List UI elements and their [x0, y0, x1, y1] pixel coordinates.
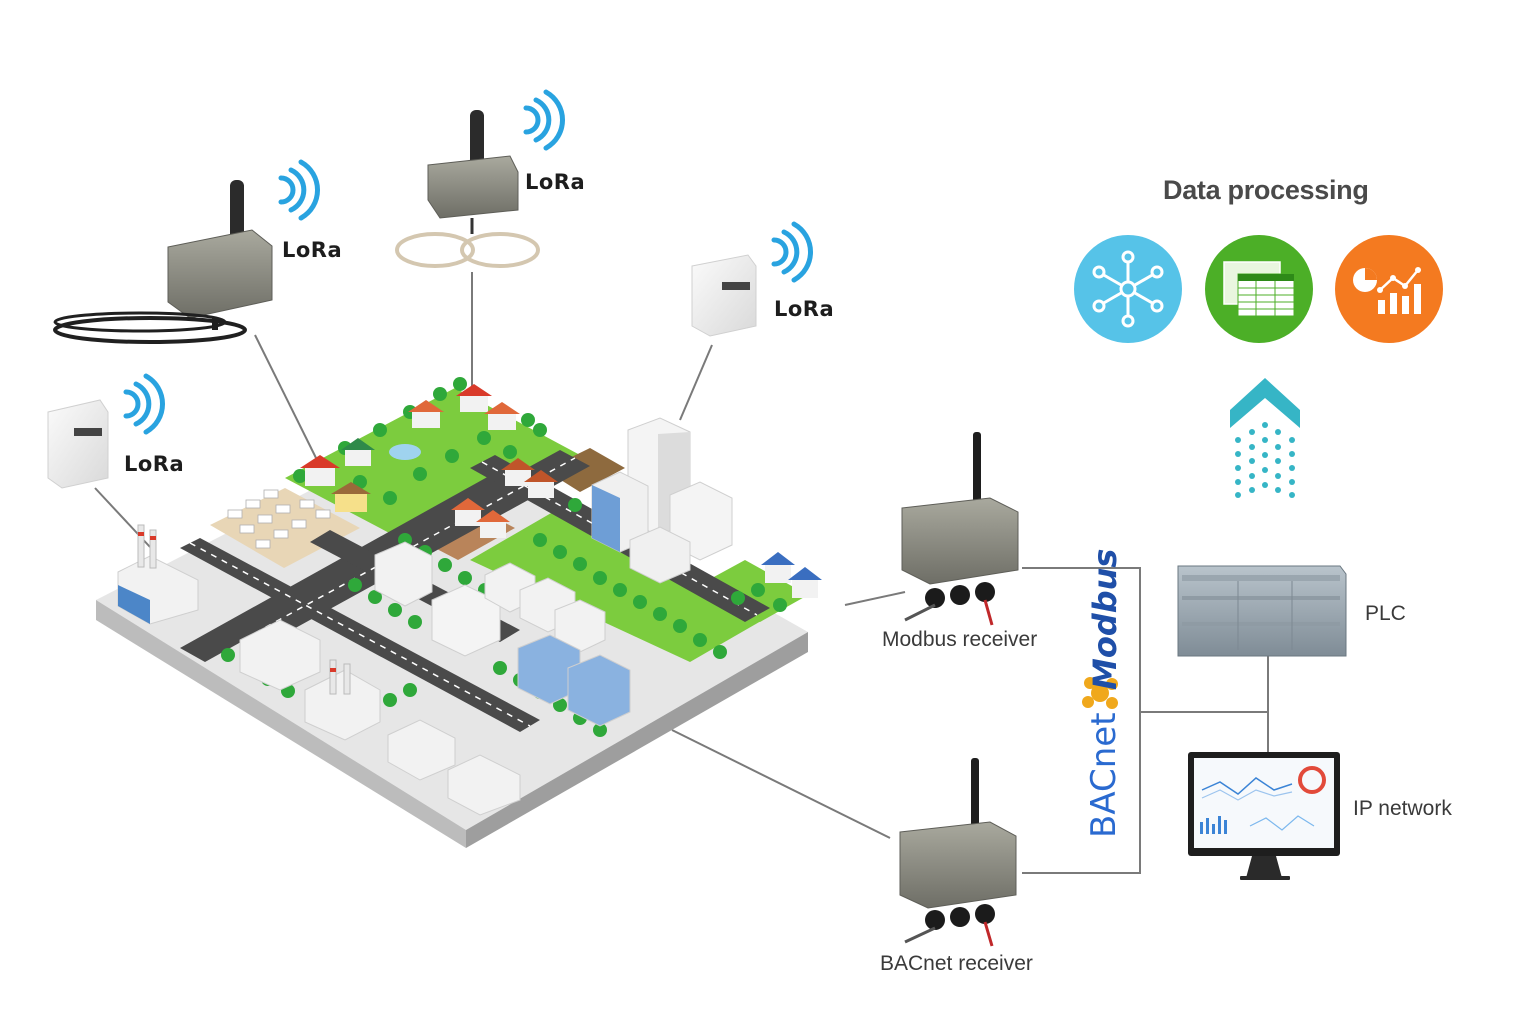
analytics-icon	[1335, 235, 1443, 343]
sensor-cable	[53, 180, 273, 344]
wifi-icon	[123, 373, 165, 435]
modbus-protocol-logo: Modbus	[1086, 548, 1124, 690]
lora-label: LoRa	[282, 238, 343, 262]
network-icon	[1074, 235, 1182, 343]
plc-label: PLC	[1365, 602, 1406, 625]
city-block	[96, 377, 822, 848]
bacnet-protocol-logo: BACnet	[1084, 712, 1124, 838]
wifi-icon	[771, 221, 813, 283]
upload-arrow-icon	[1230, 378, 1300, 498]
data-processing-title: Data processing	[1163, 175, 1369, 205]
connection-lines	[94, 272, 1269, 874]
plc-device	[1177, 565, 1347, 657]
sensor-left	[47, 399, 109, 489]
spreadsheet-icon	[1205, 235, 1313, 343]
modbus-receiver-label: Modbus receiver	[882, 628, 1038, 651]
lora-label: LoRa	[525, 170, 586, 194]
lora-label: LoRa	[774, 297, 835, 321]
wifi-icon	[278, 159, 320, 221]
sensor-right	[691, 254, 757, 337]
sensor-probe	[395, 110, 540, 268]
bacnet-receiver-device	[899, 758, 1017, 947]
modbus-logo-icon	[1082, 677, 1118, 709]
lora-label: LoRa	[124, 452, 185, 476]
modbus-receiver-device	[901, 432, 1019, 626]
monitor-icon	[1188, 752, 1340, 880]
wifi-icon	[523, 89, 565, 151]
ip-network-label: IP network	[1353, 797, 1452, 820]
bacnet-receiver-label: BACnet receiver	[880, 952, 1033, 975]
